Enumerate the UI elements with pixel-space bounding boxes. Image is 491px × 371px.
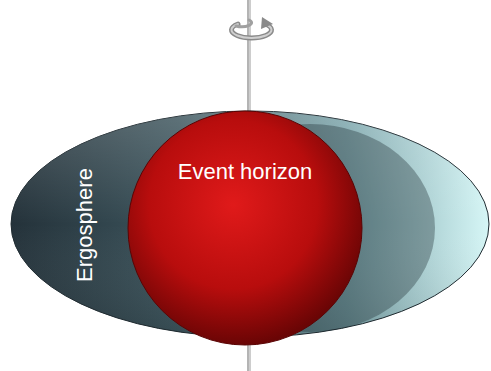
- ergosphere-ellipse: Ergosphere Event horizon: [10, 110, 490, 338]
- sphere-label: Event horizon: [178, 161, 313, 183]
- region-label: Ergosphere: [74, 168, 96, 282]
- rotation-arrow: [232, 17, 273, 38]
- horizon-shape: [127, 110, 363, 346]
- event-horizon-sphere: Event horizon: [127, 110, 363, 346]
